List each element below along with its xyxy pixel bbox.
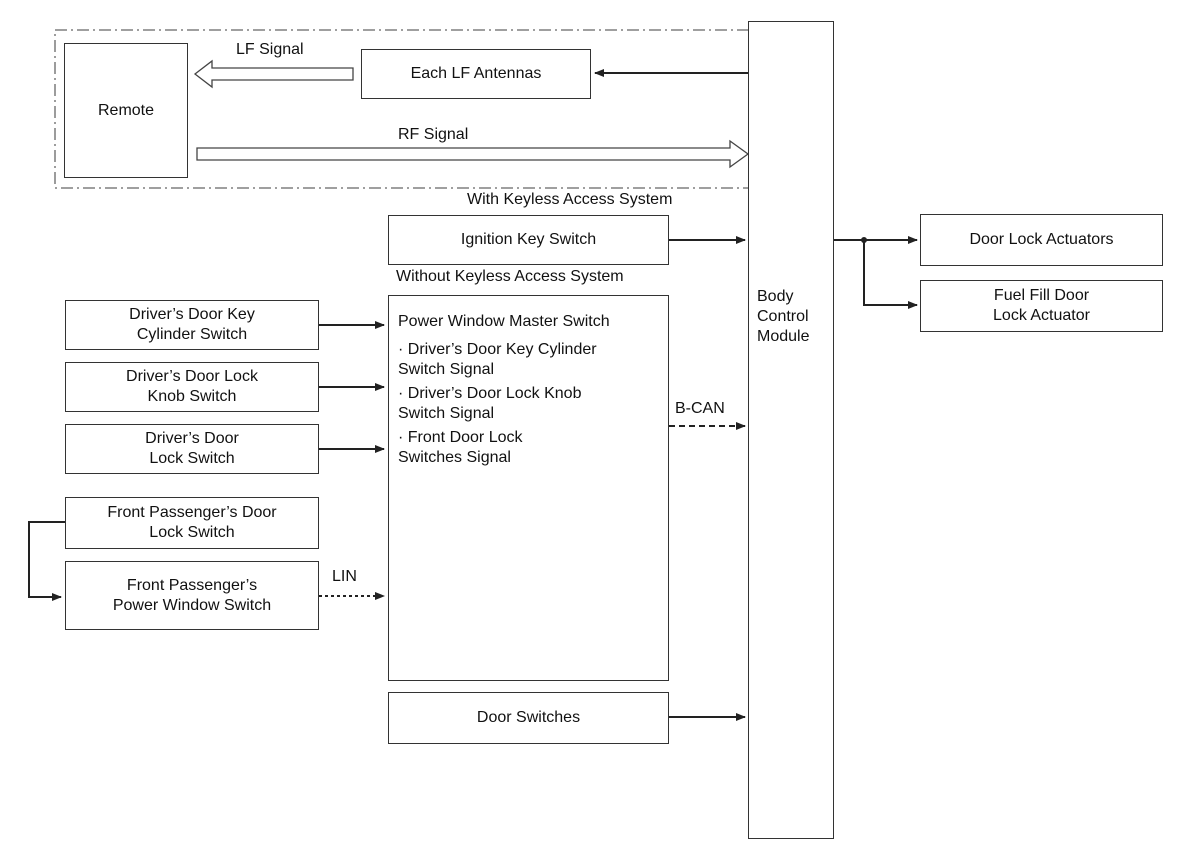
front-passengers-door-lock-switch-box: Front Passenger’s Door Lock Switch [65,497,319,549]
drivers-door-lock-switch-label: Driver’s Door Lock Switch [145,430,239,467]
lf-antennas-label: Each LF Antennas [410,65,542,82]
drivers-door-lock-knob-switch-box: Driver’s Door Lock Knob Switch [65,362,319,412]
door-lock-actuators-label: Door Lock Actuators [969,231,1114,248]
power-window-master-switch-box: Power Window Master Switch · Driver’s Do… [388,295,669,681]
lf-signal-arrow [193,59,354,89]
body-control-module-box: Body Control Module [748,21,834,839]
door-switches-label: Door Switches [476,709,581,726]
without-keyless-label: Without Keyless Access System [396,268,624,285]
door-switches-box: Door Switches [388,692,669,744]
passenger-lock-to-window-arrow [28,521,65,601]
remote-label: Remote [97,101,155,119]
front-passengers-power-window-switch-box: Front Passenger’s Power Window Switch [65,561,319,630]
power-window-master-switch-title: Power Window Master Switch [398,313,610,330]
lf-antennas-box: Each LF Antennas [361,49,591,99]
with-keyless-label: With Keyless Access System [467,191,673,208]
bcm-to-fuel-fill-arrow [863,240,918,309]
lf-signal-label: LF Signal [236,41,304,58]
fuel-fill-door-lock-actuator-box: Fuel Fill Door Lock Actuator [920,280,1163,332]
drivers-door-key-cylinder-switch-box: Driver’s Door Key Cylinder Switch [65,300,319,350]
front-passengers-power-window-switch-label: Front Passenger’s Power Window Switch [112,576,272,614]
pwms-signal-item: · Front Door Lock Switches Signal [398,429,523,466]
drivers-door-key-cylinder-switch-label: Driver’s Door Key Cylinder Switch [129,306,255,343]
rf-signal-label: RF Signal [398,126,469,143]
drivers-door-lock-knob-switch-label: Driver’s Door Lock Knob Switch [126,368,258,405]
b-can-label: B-CAN [675,400,725,417]
remote-box: Remote [64,43,188,178]
ignition-key-switch-box: Ignition Key Switch [388,215,669,265]
pwms-signal-item: · Driver’s Door Lock Knob Switch Signal [398,385,582,422]
drivers-door-lock-switch-box: Driver’s Door Lock Switch [65,424,319,474]
rf-signal-arrow [196,139,750,169]
body-control-module-label: Body Control Module [757,288,810,345]
pwms-signal-item: · Driver’s Door Key Cylinder Switch Sign… [398,341,597,378]
door-lock-actuators-box: Door Lock Actuators [920,214,1163,266]
ignition-key-switch-label: Ignition Key Switch [460,231,597,248]
fuel-fill-door-lock-actuator-label: Fuel Fill Door Lock Actuator [993,287,1090,324]
front-passengers-door-lock-switch-label: Front Passenger’s Door Lock Switch [107,504,277,541]
lin-label: LIN [332,568,357,585]
